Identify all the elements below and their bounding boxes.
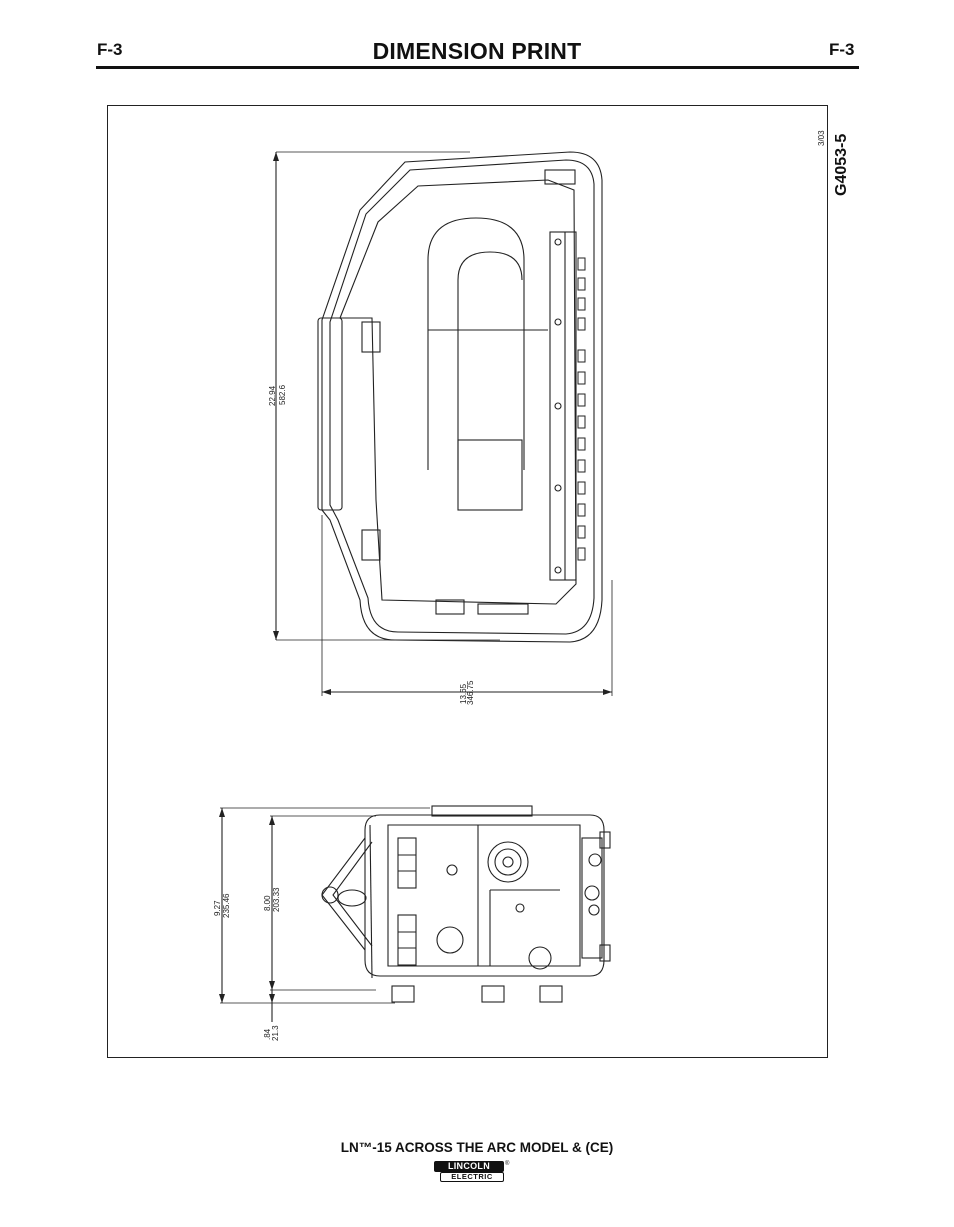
side-height-mm: 582.6 (278, 384, 287, 405)
drawing-number: G4053-5 (833, 134, 850, 196)
top-view (220, 805, 611, 1022)
logo-bottom-text: ELECTRIC (440, 1172, 504, 1182)
foot-mm: 21.3 (271, 1025, 280, 1041)
side-view (275, 151, 613, 696)
header-rule (96, 66, 859, 69)
page-title: DIMENSION PRINT (372, 38, 582, 64)
page-number-left: F-3 (97, 40, 123, 59)
top-outer-in: 9.27 (213, 900, 222, 916)
dimension-arrows (219, 152, 612, 1003)
page-number-right: F-3 (829, 40, 855, 59)
logo-registered-mark: ® (505, 1161, 510, 1167)
footer-model-title: LN™-15 ACROSS THE ARC MODEL & (CE) (340, 1140, 614, 1155)
foot-in: .84 (263, 1028, 272, 1040)
top-outer-mm: 235.46 (222, 893, 231, 918)
top-inner-mm: 203.33 (272, 887, 281, 912)
side-width-in: 13.65 (459, 683, 468, 704)
drawing-date: 3/03 (817, 130, 826, 146)
logo-top-text: LINCOLN (434, 1161, 504, 1172)
side-width-mm: 346.75 (466, 680, 475, 705)
side-height-in: 22.94 (268, 385, 277, 406)
drawing-frame (107, 105, 828, 1058)
top-inner-in: 8.00 (263, 895, 272, 911)
lincoln-electric-logo: LINCOLN ELECTRIC ® (434, 1161, 510, 1183)
